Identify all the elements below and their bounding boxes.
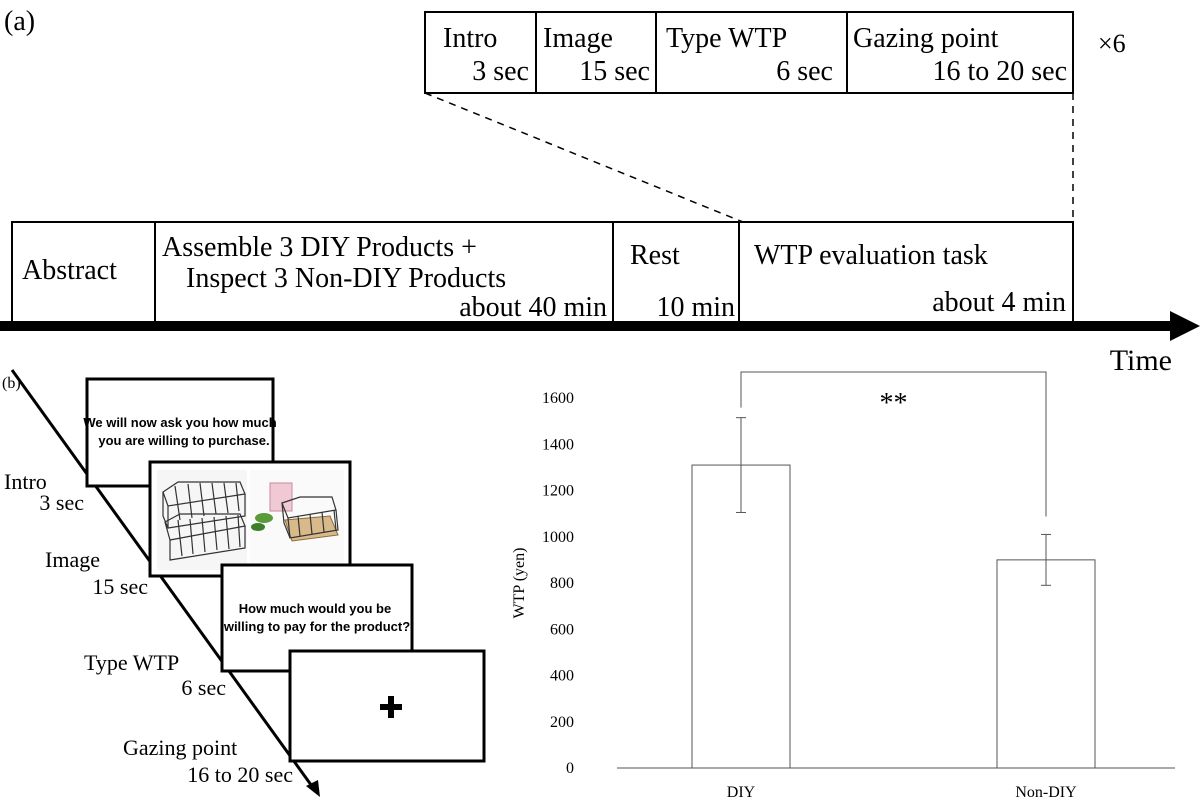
- significance-bracket: **: [740, 371, 1047, 517]
- panel-a-label: (a): [4, 6, 35, 37]
- x-tick-labels: DIY Non-DIY: [727, 784, 1077, 800]
- bar-diy: [691, 464, 791, 769]
- x-tick-label: Non-DIY: [1015, 784, 1077, 800]
- step-name: Gazing point: [123, 735, 237, 760]
- time-axis-arrow-shaft: [0, 321, 1175, 331]
- y-tick-label: 1200: [542, 483, 574, 500]
- step-name: Intro: [4, 469, 47, 494]
- trial-step-duration: 3 sec: [472, 56, 529, 87]
- step-duration: 3 sec: [39, 490, 84, 515]
- bar-non-diy: [996, 559, 1096, 769]
- timeline-frame: [11, 221, 1074, 323]
- timeline-phase-label: Abstract: [22, 255, 117, 286]
- step-name: Image: [45, 547, 100, 572]
- timeline-phase-duration: about 4 min: [932, 287, 1066, 318]
- intro-screen-text: you are willing to purchase.: [98, 433, 269, 448]
- y-tick-label: 200: [550, 714, 574, 731]
- experiment-timeline: Abstract Assemble 3 DIY Products + Inspe…: [11, 221, 1074, 323]
- step-duration: 15 sec: [92, 574, 148, 599]
- y-tick-label: 400: [550, 668, 574, 685]
- timeline-phase-label: Inspect 3 Non-DIY Products: [186, 263, 506, 294]
- trial-step-duration: 16 to 20 sec: [932, 56, 1067, 87]
- zoom-connector-left: [424, 92, 744, 223]
- y-axis-label: WTP (yen): [511, 548, 528, 619]
- trial-step-name: Type WTP: [666, 23, 787, 54]
- timeline-phase-label: Rest: [630, 240, 680, 271]
- trial-step-name: Intro: [443, 23, 497, 54]
- step-name: Type WTP: [84, 650, 179, 675]
- y-tick-label: 0: [566, 760, 574, 777]
- y-tick-label: 1400: [542, 436, 574, 453]
- trial-step-name: Image: [543, 23, 613, 54]
- timeline-phase-label: Assemble 3 DIY Products +: [162, 232, 477, 263]
- image-screen: [148, 460, 352, 578]
- step-duration: 16 to 20 sec: [187, 762, 293, 787]
- intro-screen-text: We will now ask you how much: [83, 415, 276, 430]
- trial-detail-frame: [424, 11, 1074, 94]
- fixation-cross: [388, 696, 394, 718]
- bars: [691, 417, 1096, 769]
- trial-detail-block: Intro 3 sec Image 15 sec Type WTP 6 sec …: [424, 11, 1074, 94]
- product-image-diy: [157, 470, 247, 570]
- repeat-count: ×6: [1098, 29, 1126, 58]
- time-axis-label: Time: [1110, 344, 1172, 377]
- step-duration: 6 sec: [181, 675, 226, 700]
- y-tick-label: 600: [550, 621, 574, 638]
- trial-step-name: Gazing point: [853, 23, 999, 54]
- fixation-screen: [288, 649, 486, 763]
- y-tick-label: 800: [550, 575, 574, 592]
- significance-line: [740, 371, 1047, 517]
- y-tick-label: 1000: [542, 529, 574, 546]
- wtp-screen-text: willing to pay for the product?: [223, 619, 410, 634]
- timeline-phase-label: WTP evaluation task: [754, 240, 988, 271]
- timeline-phase-duration: 10 min: [656, 292, 735, 323]
- x-tick-label: DIY: [727, 784, 756, 800]
- trial-step-duration: 6 sec: [776, 56, 833, 87]
- trial-step-duration: 15 sec: [579, 56, 650, 87]
- sequence-arrow: [10, 369, 316, 790]
- timeline-phase-duration: about 40 min: [459, 292, 607, 323]
- y-tick-labels: 0 200 400 600 800 1000 1200 1400 1600: [542, 390, 574, 777]
- product-image-non-diy: [250, 470, 344, 570]
- wtp-bar-chart: WTP (yen) 02004006008001000120014001600 …: [511, 371, 1175, 800]
- time-axis-arrowhead: [1170, 311, 1200, 341]
- panel-b-label: (b): [2, 375, 21, 392]
- sequence-arrowhead: [306, 780, 320, 797]
- wtp-screen-text: How much would you be: [239, 601, 391, 616]
- y-tick-label: 1600: [542, 390, 574, 407]
- significance-marker: **: [880, 388, 908, 419]
